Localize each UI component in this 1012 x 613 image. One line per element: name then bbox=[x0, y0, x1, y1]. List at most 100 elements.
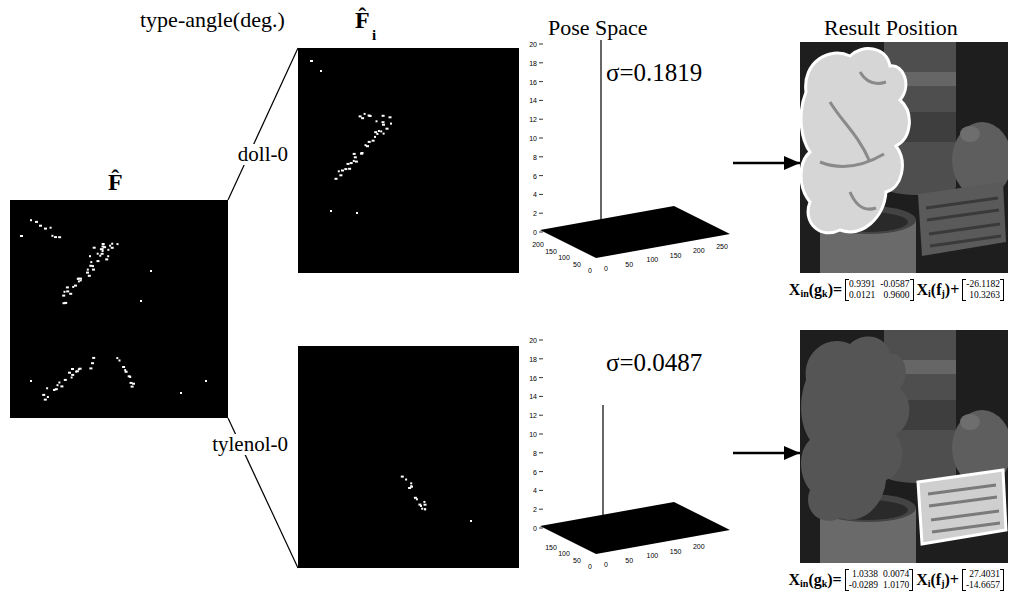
axis-tick-label: 250 bbox=[716, 243, 728, 250]
feature-dot bbox=[105, 258, 108, 260]
feature-dot bbox=[102, 243, 105, 245]
equation-term: X bbox=[916, 572, 928, 588]
feature-dot bbox=[93, 247, 96, 249]
axis-tick-label: 16 bbox=[529, 374, 537, 381]
feature-dot bbox=[353, 153, 356, 155]
equation-term: X bbox=[789, 282, 801, 298]
feature-dot bbox=[109, 245, 111, 247]
feature-dot bbox=[131, 386, 134, 388]
equation-term: j bbox=[942, 289, 945, 299]
image-symbol: F̂ bbox=[108, 170, 123, 194]
feature-image bbox=[298, 346, 519, 568]
axis-tick-label: 18 bbox=[529, 355, 537, 362]
feature-dot bbox=[376, 120, 378, 122]
axis-tick-label: 50 bbox=[625, 260, 633, 267]
axis-tick-label: 14 bbox=[529, 393, 537, 400]
result-photo bbox=[800, 330, 1008, 563]
scene-photo bbox=[800, 42, 1008, 273]
matrix-entry: 0.9391 bbox=[849, 280, 875, 290]
feature-dot bbox=[50, 227, 52, 229]
result-arrow bbox=[733, 162, 800, 165]
feature-dot bbox=[338, 170, 340, 172]
feature-dot bbox=[372, 140, 375, 142]
feature-dot bbox=[140, 300, 142, 302]
heading-symbol: F̂ bbox=[355, 8, 370, 32]
feature-dot bbox=[359, 115, 362, 117]
matrix-entry: 1.0170 bbox=[883, 581, 909, 591]
equation-term: k bbox=[822, 289, 828, 299]
pose-equation: Xin(gk)=1.03380.0074-0.02891.0170Xi(fj)+… bbox=[788, 569, 1007, 591]
equation-term: (g bbox=[808, 572, 821, 588]
feature-dot bbox=[376, 133, 378, 135]
matrix-entry: 10.3263 bbox=[966, 291, 1000, 301]
feature-dot bbox=[87, 269, 89, 271]
equation-term: )= bbox=[828, 282, 842, 298]
axis-tick-label: 100 bbox=[647, 256, 659, 263]
feature-dot bbox=[75, 371, 77, 373]
feature-dot bbox=[117, 243, 119, 245]
feature-dot bbox=[30, 380, 32, 382]
feature-dot bbox=[79, 278, 82, 280]
axis-tick-label: 4 bbox=[533, 487, 537, 494]
feature-dot bbox=[42, 394, 45, 396]
equation-term: (f bbox=[931, 572, 942, 588]
result-photo bbox=[800, 42, 1008, 273]
bracketed-matrix: 0.9391-0.05870.01210.9600 bbox=[845, 279, 913, 301]
equation-term: j bbox=[941, 579, 944, 589]
feature-dot bbox=[92, 265, 94, 267]
matrix-entry: 0.0121 bbox=[849, 291, 875, 301]
feature-dot bbox=[99, 255, 101, 257]
feature-image bbox=[298, 48, 519, 273]
equation-term: (f bbox=[931, 282, 942, 298]
feature-dot bbox=[111, 243, 113, 245]
axis-tick-label: 6 bbox=[533, 172, 537, 179]
pose-plot-graphic bbox=[539, 340, 730, 554]
feature-dot bbox=[68, 372, 71, 374]
axis-tick-label: 12 bbox=[529, 116, 537, 123]
feature-dot bbox=[339, 174, 342, 176]
axis-tick-label: 2 bbox=[533, 210, 537, 217]
feature-dot bbox=[103, 246, 106, 248]
feature-dot bbox=[401, 476, 404, 478]
axis-tick-label: 10 bbox=[529, 135, 537, 142]
feature-dot bbox=[86, 272, 89, 274]
column-heading: Pose Space bbox=[548, 17, 648, 39]
feature-dot bbox=[368, 115, 371, 117]
matrix-entry: 27.4031 bbox=[966, 570, 1000, 580]
feature-dot bbox=[374, 136, 376, 138]
column-heading: type-angle(deg.) bbox=[140, 9, 285, 31]
detected-box bbox=[918, 470, 1006, 544]
axis-tick-label: 8 bbox=[533, 153, 537, 160]
feature-dot bbox=[341, 170, 344, 172]
feature-dot bbox=[77, 278, 79, 280]
feature-dot bbox=[423, 501, 425, 503]
feature-dot bbox=[46, 387, 48, 389]
feature-dot bbox=[348, 168, 351, 170]
feature-image bbox=[10, 200, 228, 418]
feature-dot bbox=[132, 383, 135, 385]
feature-dot bbox=[129, 376, 131, 378]
feature-dot bbox=[122, 366, 125, 368]
feature-dot bbox=[97, 260, 100, 262]
feature-dot bbox=[470, 520, 472, 522]
model-label: tylenol-0 bbox=[210, 434, 290, 455]
feature-dot bbox=[20, 235, 23, 237]
feature-dot bbox=[347, 163, 350, 165]
equation-term: )+ bbox=[945, 572, 959, 588]
feature-dot bbox=[102, 250, 104, 252]
feature-dot bbox=[424, 508, 426, 510]
equation-term: (g bbox=[809, 282, 822, 298]
feature-dot bbox=[58, 236, 61, 238]
axis-tick-label: 6 bbox=[533, 468, 537, 475]
pose-equation: Xin(gk)=0.9391-0.05870.01210.9600Xi(fj)+… bbox=[789, 279, 1007, 301]
feature-dot bbox=[180, 392, 182, 394]
feature-dot bbox=[66, 286, 69, 288]
feature-dot bbox=[310, 60, 313, 62]
feature-dot bbox=[64, 291, 66, 293]
matrix-entry: -14.6657 bbox=[966, 581, 1000, 591]
matrix-entry: -0.0587 bbox=[880, 280, 909, 290]
axis-tick-label: 0 bbox=[588, 563, 592, 570]
axis-tick-label: 8 bbox=[533, 449, 537, 456]
fan-line bbox=[228, 48, 298, 200]
